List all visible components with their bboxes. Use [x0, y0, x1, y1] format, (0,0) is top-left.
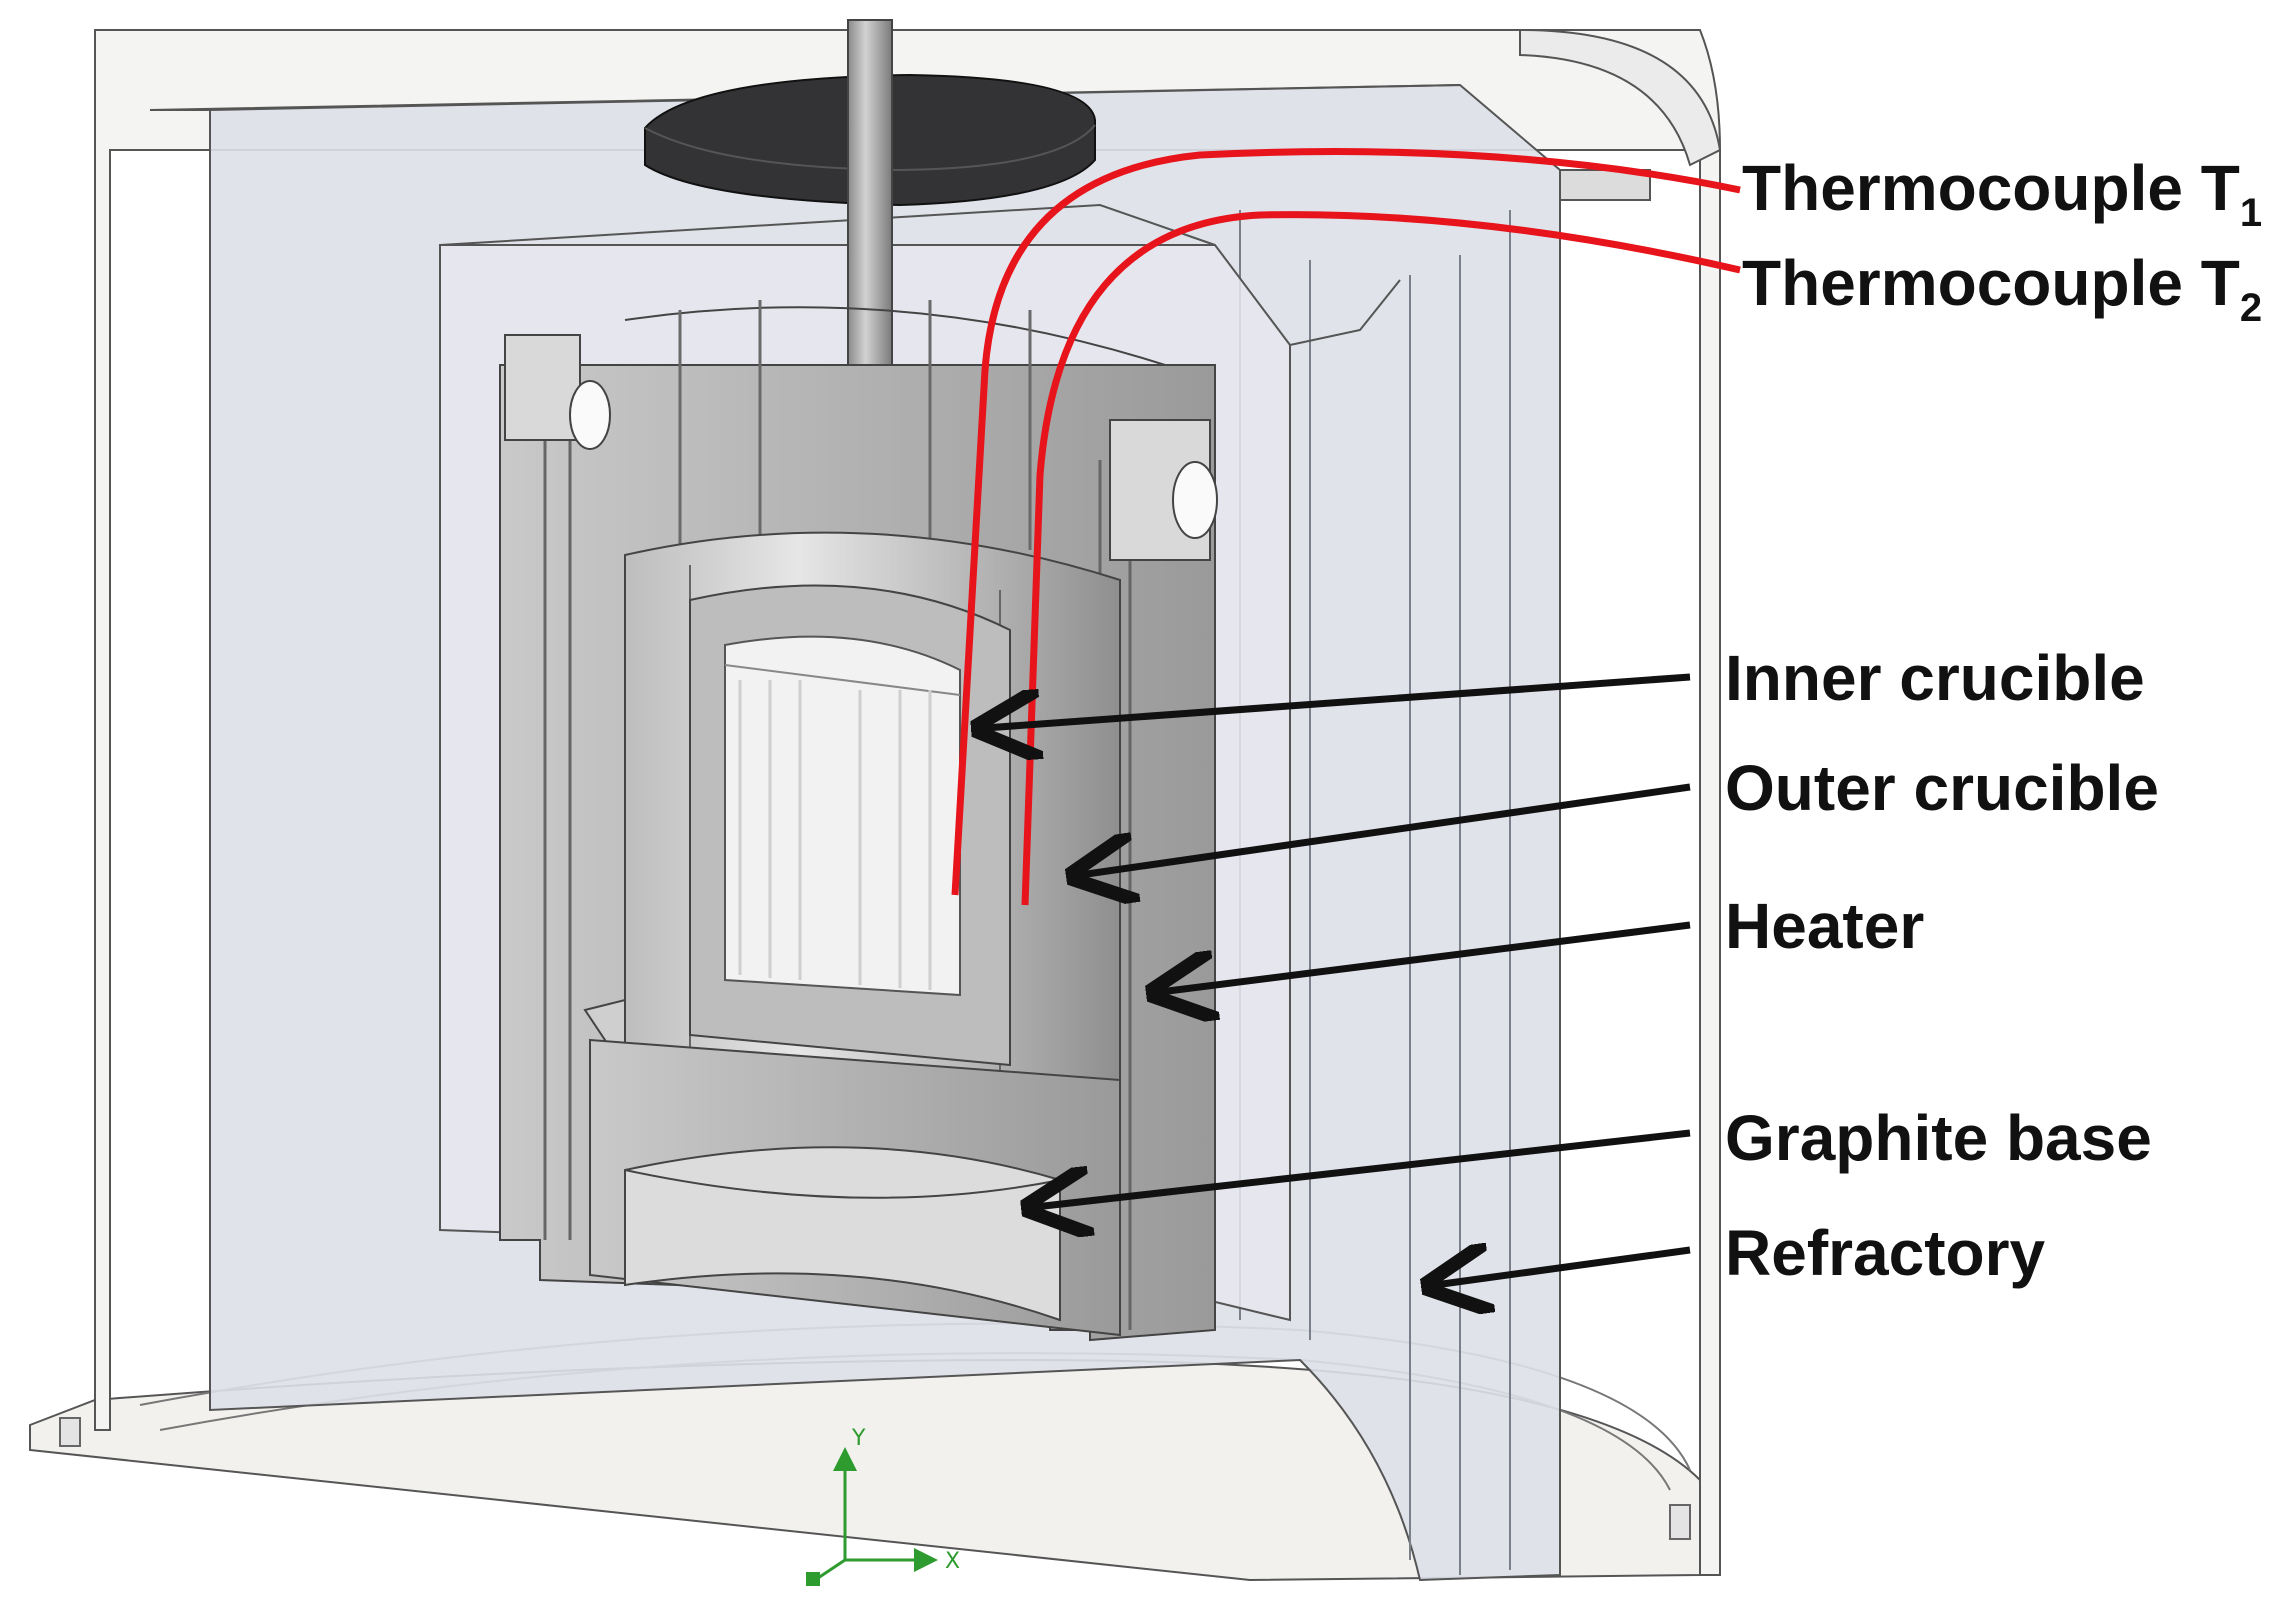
label-outer-crucible: Outer crucible — [1725, 752, 2159, 824]
label-thermocouple-2: Thermocouple T2 — [1742, 247, 2262, 330]
label-thermocouple-1: Thermocouple T1 — [1742, 152, 2262, 235]
arrow-outer-crucible — [1080, 783, 1691, 875]
label-inner-crucible: Inner crucible — [1725, 642, 2145, 714]
axis-y-label: Y — [851, 1426, 866, 1451]
arrow-heater — [1160, 921, 1691, 992]
arrow-inner-crucible — [985, 673, 1691, 728]
thermocouple-wire-2 — [1021, 211, 1741, 906]
arrow-graphite-base — [1035, 1129, 1691, 1207]
label-refractory: Refractory — [1725, 1217, 2046, 1289]
label-graphite-base: Graphite base — [1725, 1102, 2152, 1174]
leader-arrows — [985, 673, 1691, 1285]
inner-crucible — [689, 584, 1011, 1067]
axis-triad: Y X — [806, 1426, 960, 1586]
label-heater: Heater — [1725, 890, 1924, 962]
arrow-refractory — [1435, 1250, 1691, 1285]
graphite-base — [589, 1038, 1121, 1337]
thermocouple-wire-1 — [951, 148, 1741, 896]
axis-x-label: X — [945, 1549, 960, 1574]
